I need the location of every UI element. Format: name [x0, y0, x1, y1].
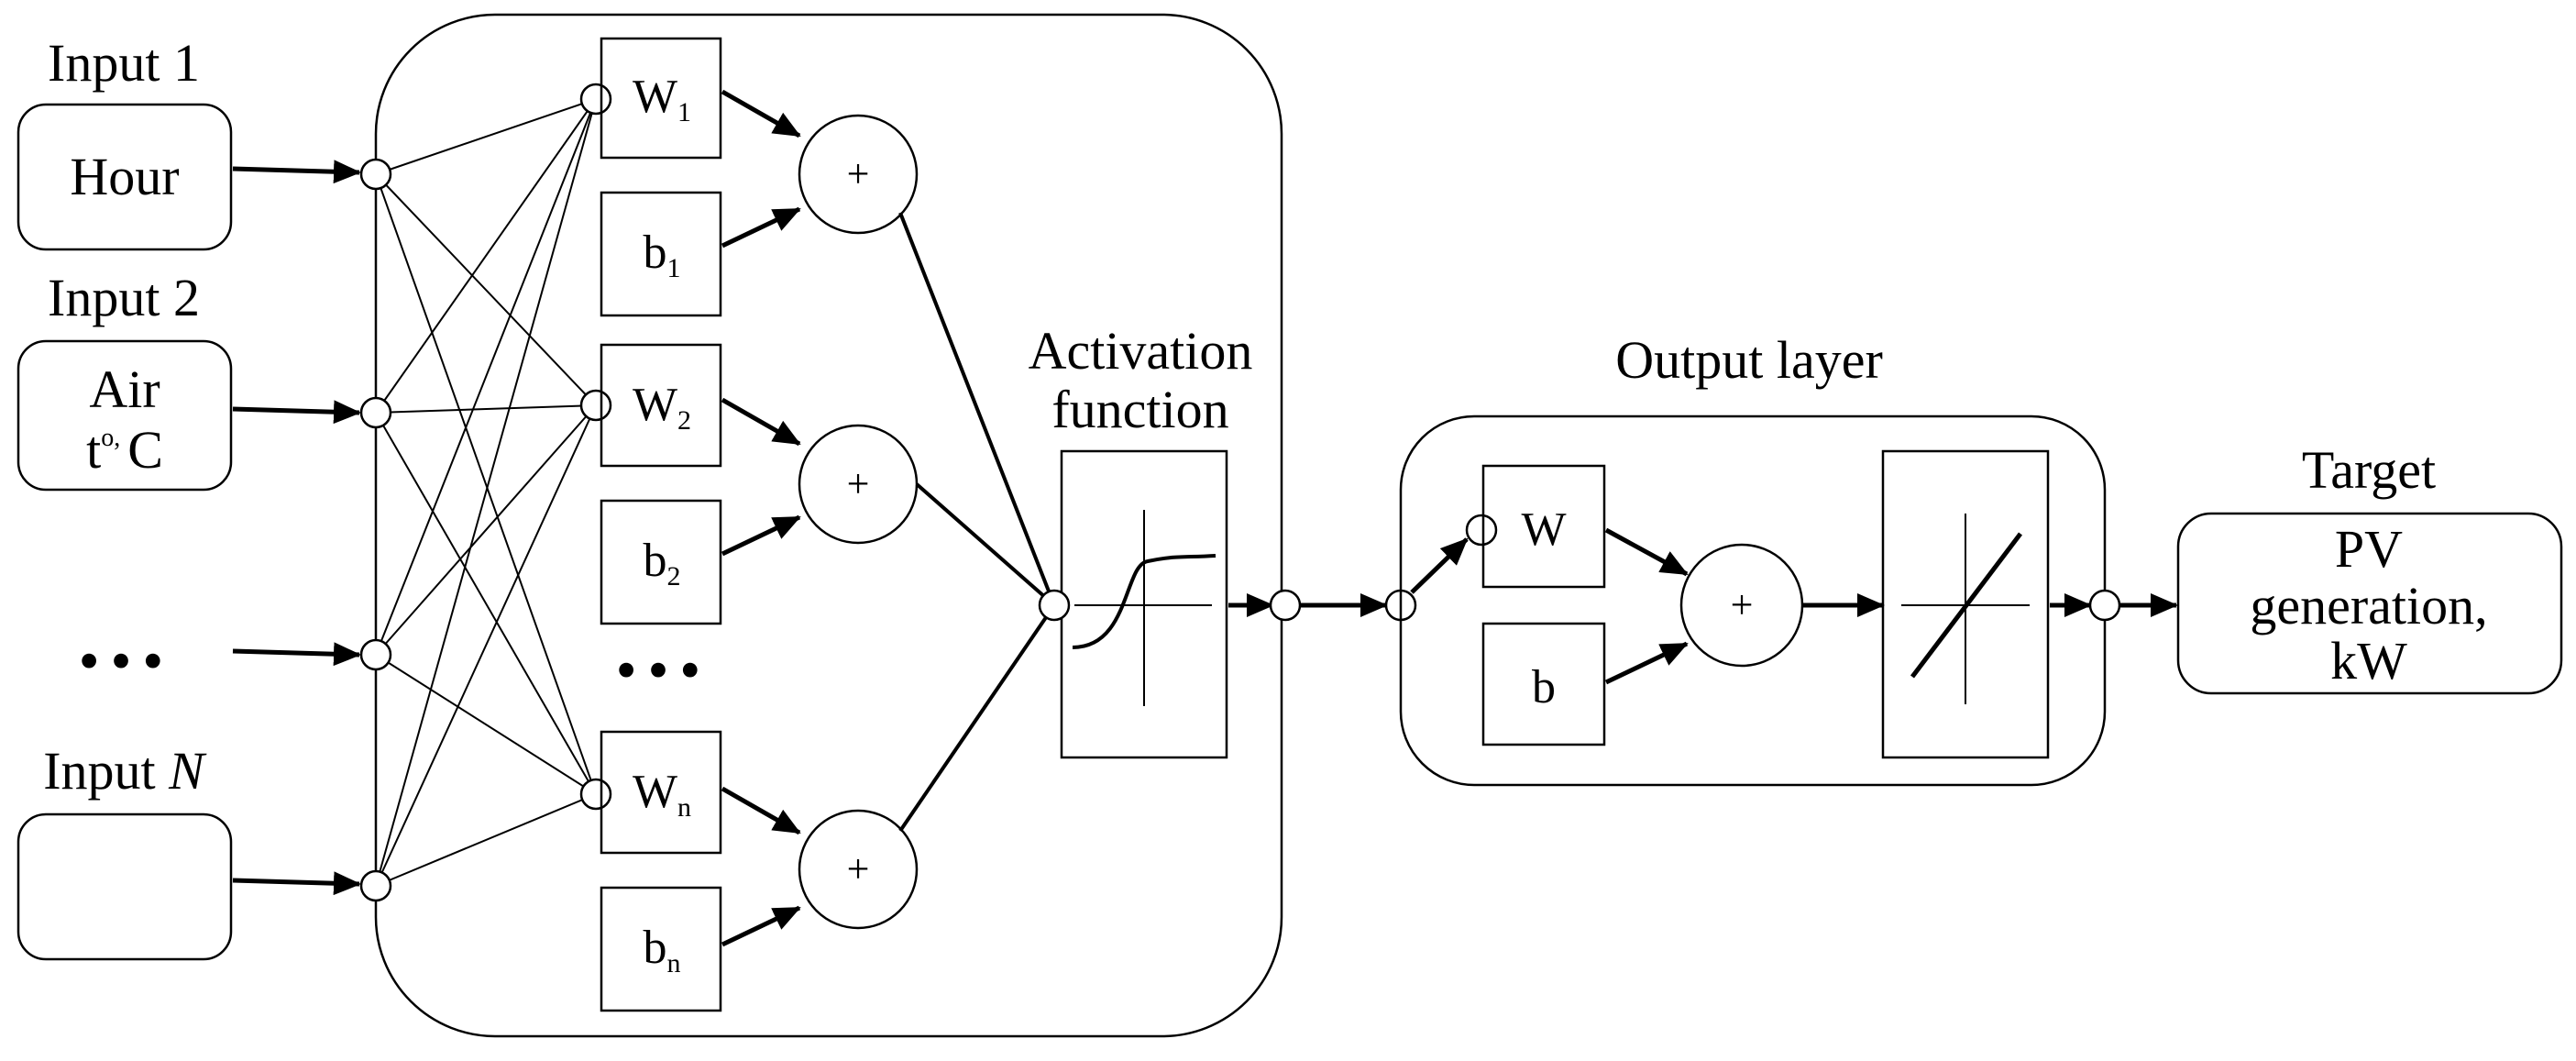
input-node-2: [359, 396, 392, 429]
weight-label-n: Wn: [633, 766, 691, 823]
input-n-label: Input N: [43, 741, 207, 801]
weight-node-1: [579, 83, 612, 116]
bias-label-1: b1: [644, 227, 681, 283]
output-weight-arrow: [1410, 537, 1469, 594]
output-weight-to-sum-arrow: [1604, 527, 1689, 577]
bias-label-2: b2: [644, 535, 681, 591]
sum-to-activation-lines: [898, 212, 1056, 833]
sum-node-1: [798, 114, 919, 235]
input-1-label: Input 1: [48, 33, 200, 93]
input-2-value-line1: Air: [89, 359, 160, 419]
hidden-output-node: [1269, 589, 1302, 622]
sum-symbol-n: +: [847, 846, 870, 891]
target-line3: kW: [2330, 631, 2407, 691]
input-node-1: [359, 158, 392, 191]
weight-box-1: [600, 37, 722, 160]
output-bias-label: b: [1532, 661, 1556, 713]
output-bias-to-sum-arrow: [1604, 641, 1689, 685]
target-box: [2176, 512, 2563, 695]
input-1-arrow: [232, 160, 361, 184]
input-2-arrow: [232, 400, 361, 425]
output-node: [2088, 589, 2121, 622]
output-layer-title: Output layer: [1615, 330, 1883, 390]
input-weight-connections: [375, 98, 597, 887]
weight-box-2: [600, 343, 722, 468]
input-node-3: [359, 638, 392, 671]
linear-function-icon: [1901, 514, 2030, 704]
weight-box-n: [600, 730, 722, 855]
input-n-arrow: [232, 871, 361, 896]
input-1-value: Hour: [70, 147, 179, 206]
input-2-label: Input 2: [48, 268, 200, 327]
sigmoid-curve-icon: [1072, 510, 1216, 706]
weight-ellipsis: • • •: [617, 640, 699, 700]
output-sum-symbol: +: [1731, 582, 1754, 627]
input-2-value-line2: to,C: [86, 420, 163, 480]
weight-label-1: W1: [633, 71, 691, 127]
input-2-box: [17, 339, 233, 492]
weight-bias-arrows: [721, 89, 801, 947]
bias-label-n: bn: [644, 922, 681, 978]
output-weight-label: W: [1521, 503, 1566, 556]
bias-box-1: [600, 191, 722, 317]
input-node-n: [359, 869, 392, 902]
sum-symbol-1: +: [847, 151, 870, 196]
target-line2: generation,: [2250, 576, 2487, 635]
weight-node-2: [579, 389, 612, 422]
target-title: Target: [2302, 440, 2436, 500]
bias-box-n: [600, 886, 722, 1012]
input-1-box: [17, 103, 233, 251]
target-line1: PV: [2335, 519, 2403, 579]
weight-label-2: W2: [633, 379, 691, 436]
activation-title-line1: Activation: [1029, 321, 1253, 381]
input-ellipsis: • • •: [80, 631, 162, 691]
activation-title-line2: function: [1051, 380, 1228, 439]
bias-box-2: [600, 499, 722, 625]
hidden-layer-container: [374, 13, 1283, 1038]
output-bias-box: [1481, 622, 1606, 746]
sum-symbol-2: +: [847, 461, 870, 506]
weight-node-n: [579, 778, 612, 811]
sum-node-n: [798, 809, 919, 930]
activation-node: [1038, 589, 1071, 622]
input-n-box: [17, 812, 233, 961]
input-dots-arrow: [232, 642, 361, 667]
linear-function-box: [1881, 449, 2050, 759]
output-weight-box: [1481, 464, 1606, 589]
output-weight-node: [1465, 514, 1498, 547]
